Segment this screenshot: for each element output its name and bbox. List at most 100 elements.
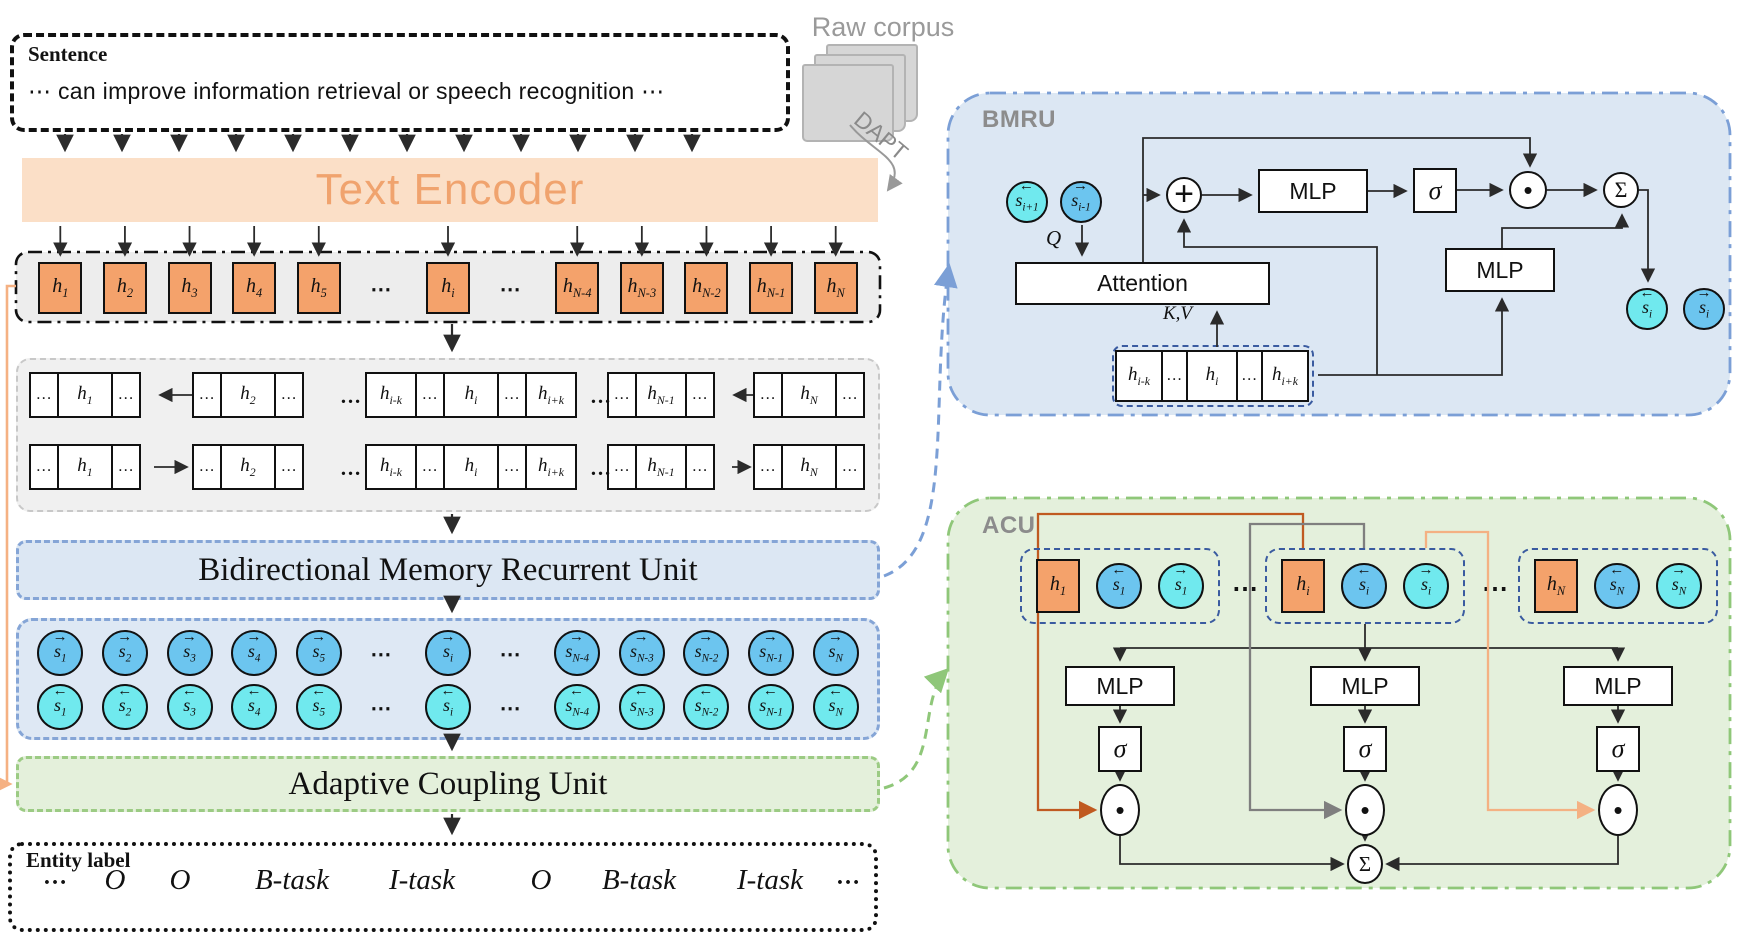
- state-circle: →si: [425, 629, 471, 676]
- state-label: →sN-4: [565, 628, 590, 665]
- state-circle: ←s2: [101, 683, 148, 730]
- memory-cell: …: [274, 444, 304, 490]
- entity-label: B-task: [601, 864, 677, 896]
- state-label: →s2: [117, 628, 132, 665]
- bmru-sum-op: Σ: [1603, 172, 1639, 208]
- memory-cell: hN: [781, 444, 837, 490]
- state-circle: →sN-4: [554, 628, 601, 676]
- memory-cell-group: …hN-1…: [607, 372, 715, 418]
- memory-cell: h1: [57, 372, 113, 418]
- state-circle: →s2: [101, 628, 148, 676]
- memory-cell: h1: [57, 444, 113, 490]
- bmru-panel-title: BMRU: [982, 106, 1056, 133]
- sentence-title: Sentence: [28, 42, 108, 66]
- memory-cell-group: …h1…: [29, 372, 141, 418]
- state-label: ←sN-3: [629, 682, 654, 719]
- memory-cell: …: [497, 372, 527, 418]
- memory-cell: hi-k: [365, 444, 417, 490]
- state-label: →s1: [52, 628, 68, 665]
- state-circle: ←s3: [166, 682, 213, 730]
- memory-cell-group: …h1…: [29, 444, 141, 490]
- state-label: ←sN-1: [759, 682, 783, 719]
- plus-op: +: [1166, 177, 1202, 213]
- mlp-label: MLP: [1289, 177, 1337, 204]
- ellipsis: ⋯: [499, 277, 521, 301]
- bmru-input-circle: →si-1: [1060, 178, 1102, 223]
- memory-cell: …: [29, 372, 59, 418]
- state-circle: ←sN-4: [554, 683, 601, 730]
- ellipsis: ⋯: [499, 642, 521, 666]
- hidden-state-box: h1: [38, 262, 83, 314]
- acu-panel-title: ACU: [982, 512, 1036, 539]
- window-cell: …: [1161, 350, 1188, 402]
- h1-to-acu-connector: [0, 284, 16, 795]
- state-label: ←si: [1639, 284, 1654, 321]
- state-circle: ←s4: [231, 683, 278, 730]
- state-label: →sN-3: [629, 628, 654, 665]
- memory-cell: hN-1: [635, 444, 687, 490]
- mlp-label: MLP: [1476, 256, 1524, 283]
- acu-group: [1265, 548, 1465, 624]
- state-label: →s5: [311, 628, 326, 665]
- bmru-output-circle: →si: [1683, 285, 1725, 330]
- acu-mlp-box: MLP: [1065, 666, 1175, 706]
- acu-h-box: h1: [1036, 559, 1080, 613]
- state-circle: →s4: [231, 629, 278, 676]
- ellipsis: ⋯: [370, 642, 392, 666]
- state-circle: →s1: [37, 628, 84, 676]
- state-label: ←si: [440, 682, 455, 719]
- state-circle: →sN-3: [618, 628, 665, 676]
- bmru-output-circle: ←si: [1626, 284, 1668, 330]
- memory-separator: …: [340, 456, 361, 480]
- bmru-bar-label: Bidirectional Memory Recurrent Unit: [198, 551, 698, 588]
- memory-cell: …: [835, 444, 865, 490]
- bmru-dot-op: •: [1509, 171, 1547, 209]
- sum-glyph: Σ: [1358, 851, 1372, 876]
- state-label: ←s5: [311, 682, 326, 719]
- state-circle: ←si: [425, 682, 471, 730]
- memory-cell-group: …hN…: [753, 444, 865, 490]
- memory-cell: h2: [220, 444, 276, 490]
- acu-group: [1518, 548, 1718, 624]
- acu-ellipsis-1: ⋯: [1232, 574, 1258, 603]
- hidden-state-box: hN-3: [619, 262, 664, 314]
- entity-label: …: [43, 864, 67, 890]
- state-circle: →s3: [166, 629, 213, 676]
- bmru-input-circle: ←si+1: [1006, 178, 1048, 223]
- acu-ellipsis-2: ⋯: [1482, 574, 1508, 603]
- state-label: →sN-2: [694, 628, 719, 665]
- bmru-detail-panel: [948, 93, 1730, 415]
- hidden-state-box: hN: [813, 262, 858, 314]
- memory-cell: hi+k: [525, 372, 577, 418]
- state-label: ←s3: [181, 682, 197, 719]
- memory-separator: …: [340, 384, 361, 408]
- bmru-context-window: hi-k…hi…hi+k: [1112, 345, 1314, 407]
- state-label: →sN: [827, 628, 843, 665]
- memory-cell: …: [607, 444, 637, 490]
- state-circle: →s5: [295, 628, 342, 676]
- memory-cell-group: …h2…: [192, 372, 304, 418]
- entity-label-title: Entity label: [26, 848, 131, 872]
- acu-state-circle: ←s1: [1096, 562, 1142, 609]
- state-label: ←si: [1356, 561, 1371, 598]
- entity-label: O: [530, 864, 552, 896]
- acu-group: [1020, 548, 1220, 624]
- memory-cell: …: [685, 372, 715, 418]
- q-label: Q: [1046, 226, 1062, 250]
- memory-cell: hi+k: [525, 444, 577, 490]
- memory-cell: …: [685, 444, 715, 490]
- acu-bar-label: Adaptive Coupling Unit: [288, 765, 608, 802]
- memory-cell: …: [607, 372, 637, 418]
- state-circle: ←sN: [812, 683, 859, 730]
- entity-label: I-task: [736, 864, 804, 896]
- window-cell: hi+k: [1261, 350, 1309, 402]
- state-label: →s1: [1173, 561, 1188, 598]
- ellipsis: ⋯: [370, 277, 392, 301]
- ellipsis: ⋯: [370, 696, 392, 720]
- memory-cell: …: [192, 444, 222, 490]
- state-circle: ←s1: [37, 683, 84, 730]
- memory-cell: …: [29, 444, 59, 490]
- acu-mlp-box: MLP: [1310, 666, 1420, 706]
- memory-cell: hi: [443, 372, 499, 418]
